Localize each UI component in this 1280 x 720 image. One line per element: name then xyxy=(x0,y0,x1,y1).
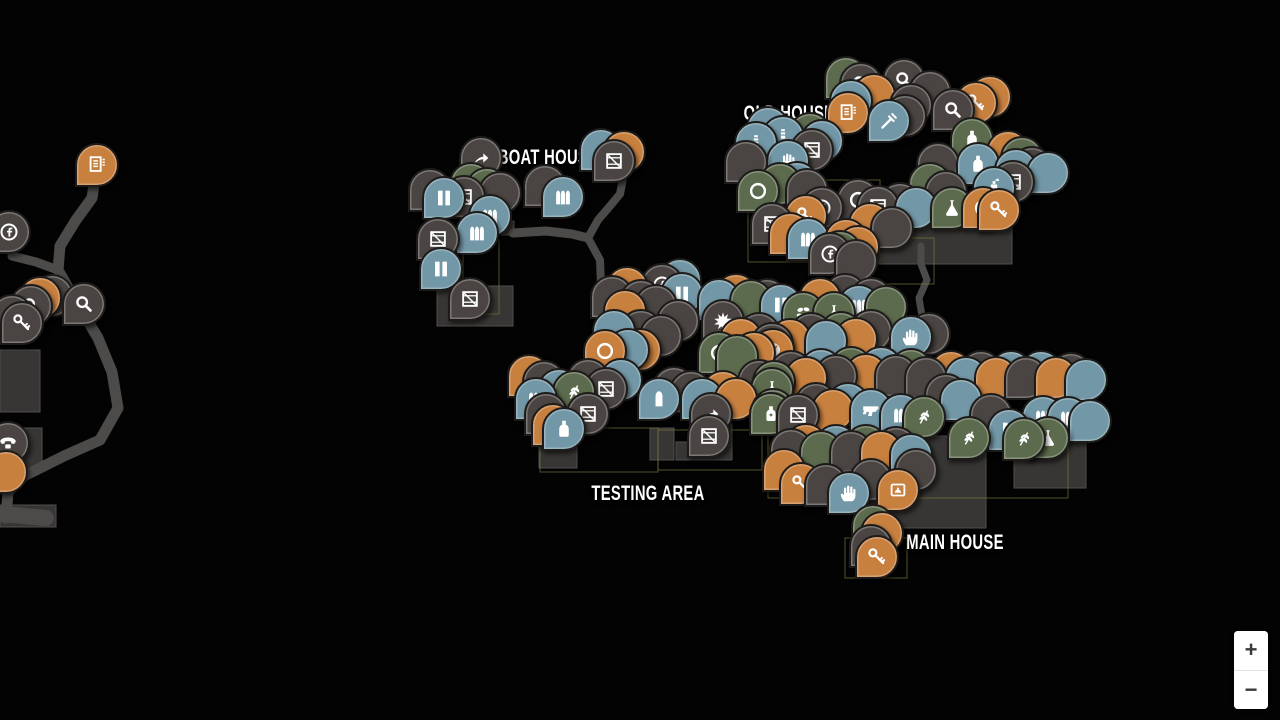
map-pin-planks[interactable] xyxy=(422,176,466,220)
map-pin-ammo[interactable] xyxy=(541,175,585,219)
map-pin[interactable] xyxy=(1064,358,1108,402)
map-pin-key[interactable] xyxy=(855,535,899,579)
filecoin-icon xyxy=(0,221,20,243)
syringe-icon xyxy=(878,110,900,132)
bullet-icon xyxy=(648,388,670,410)
zoom-controls: + − xyxy=(1234,631,1268,709)
bottle-icon xyxy=(967,153,989,175)
planks-icon xyxy=(430,258,452,280)
bottle-icon xyxy=(553,418,575,440)
crate-icon xyxy=(595,378,617,400)
area-label: MAIN HOUSE xyxy=(906,530,1004,555)
map-pin-key[interactable] xyxy=(0,301,44,345)
area-label: BOAT HOUSE xyxy=(497,145,599,170)
flask-icon xyxy=(941,197,963,219)
map-pin-key[interactable] xyxy=(977,188,1021,232)
map-pin-bullet[interactable] xyxy=(637,377,681,421)
map-pin-crate[interactable] xyxy=(448,277,492,321)
key-icon xyxy=(988,199,1010,221)
ammo-icon xyxy=(466,222,488,244)
herb-icon xyxy=(913,406,935,428)
alarm-icon xyxy=(887,479,909,501)
planks-icon xyxy=(433,187,455,209)
gun-icon xyxy=(860,399,882,421)
planks-icon xyxy=(671,283,693,305)
herb-icon xyxy=(1013,428,1035,450)
medbottle-icon xyxy=(760,403,782,425)
ammo-icon xyxy=(552,186,574,208)
explosion-icon xyxy=(712,310,734,332)
crate-icon xyxy=(427,228,449,250)
document-icon xyxy=(837,102,859,124)
crate-icon xyxy=(698,425,720,447)
coin-icon xyxy=(747,180,769,202)
arrow-icon xyxy=(470,147,492,169)
map-pin-bottle[interactable] xyxy=(542,407,586,451)
crate-icon xyxy=(459,288,481,310)
search-icon xyxy=(73,293,95,315)
area-label: TESTING AREA xyxy=(591,481,705,506)
map-pin-ammo[interactable] xyxy=(455,211,499,255)
crate-icon xyxy=(577,403,599,425)
zoom-out-button[interactable]: − xyxy=(1234,669,1268,709)
key-icon xyxy=(11,312,33,334)
map-pin-crate[interactable] xyxy=(592,139,636,183)
map-pin-syringe[interactable] xyxy=(867,99,911,143)
search-icon xyxy=(942,99,964,121)
map-pin-alarm[interactable] xyxy=(876,468,920,512)
document-icon xyxy=(86,154,108,176)
zoom-in-button[interactable]: + xyxy=(1234,631,1268,670)
map-pin-search[interactable] xyxy=(62,282,106,326)
map-pin-herb[interactable] xyxy=(1002,417,1046,461)
crate-icon xyxy=(787,404,809,426)
herb-icon xyxy=(958,427,980,449)
crate-icon xyxy=(603,150,625,172)
map-pin-document[interactable] xyxy=(75,143,119,187)
map-pin-crate[interactable] xyxy=(687,414,731,458)
phone-icon xyxy=(0,432,19,454)
hand-icon xyxy=(838,482,860,504)
map-pin-herb[interactable] xyxy=(947,416,991,460)
hand-icon xyxy=(900,326,922,348)
map-pin[interactable] xyxy=(1068,399,1112,443)
coin-icon xyxy=(594,340,616,362)
key-icon xyxy=(866,546,888,568)
